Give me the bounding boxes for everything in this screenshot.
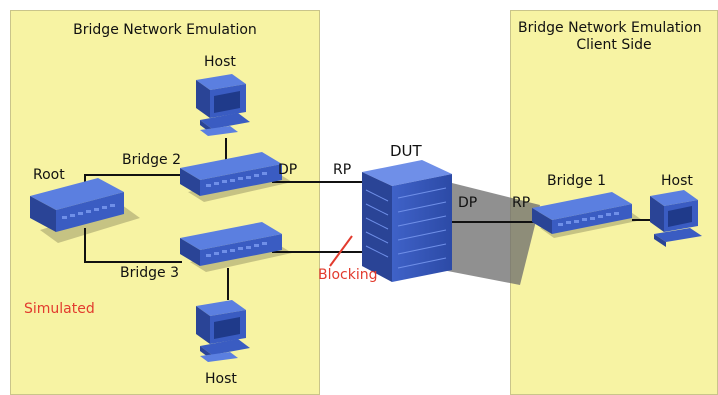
bridge1-label: Bridge 1 — [547, 173, 606, 189]
right-panel-title-line1: Bridge Network Emulation — [518, 20, 702, 36]
dut-label: DUT — [390, 142, 422, 160]
host-top-label: Host — [204, 54, 236, 70]
dut-shadow — [432, 180, 540, 285]
left-panel-title: Bridge Network Emulation — [73, 22, 257, 38]
port-rp-dut: RP — [333, 162, 352, 178]
blocking-annotation: Blocking — [318, 267, 378, 283]
dut-chassis-icon — [362, 160, 452, 282]
blocking-slash — [329, 235, 353, 267]
bridge2-label: Bridge 2 — [122, 152, 181, 168]
port-dp-bridge2: DP — [278, 162, 298, 178]
right-panel-title: Bridge Network Emulation Client Side — [510, 20, 718, 54]
root-label: Root — [33, 167, 65, 183]
host-bottom-computer-icon — [196, 300, 250, 362]
root-switch-icon — [30, 178, 124, 232]
host-right-computer-icon — [650, 190, 702, 247]
host-top-computer-icon — [196, 74, 250, 136]
bridge3-label: Bridge 3 — [120, 265, 179, 281]
port-dp-dut: DP — [458, 195, 478, 211]
right-panel-title-line2: Client Side — [576, 37, 652, 53]
bridge2-switch-icon — [180, 152, 282, 196]
bridge3-switch-icon — [180, 222, 282, 266]
link-root-bridge3 — [84, 228, 182, 263]
simulated-annotation: Simulated — [24, 301, 95, 317]
port-rp-bridge1: RP — [512, 195, 531, 211]
host-bottom-label: Host — [205, 371, 237, 387]
host-right-label: Host — [661, 173, 693, 189]
bridge1-switch-icon — [532, 192, 632, 234]
